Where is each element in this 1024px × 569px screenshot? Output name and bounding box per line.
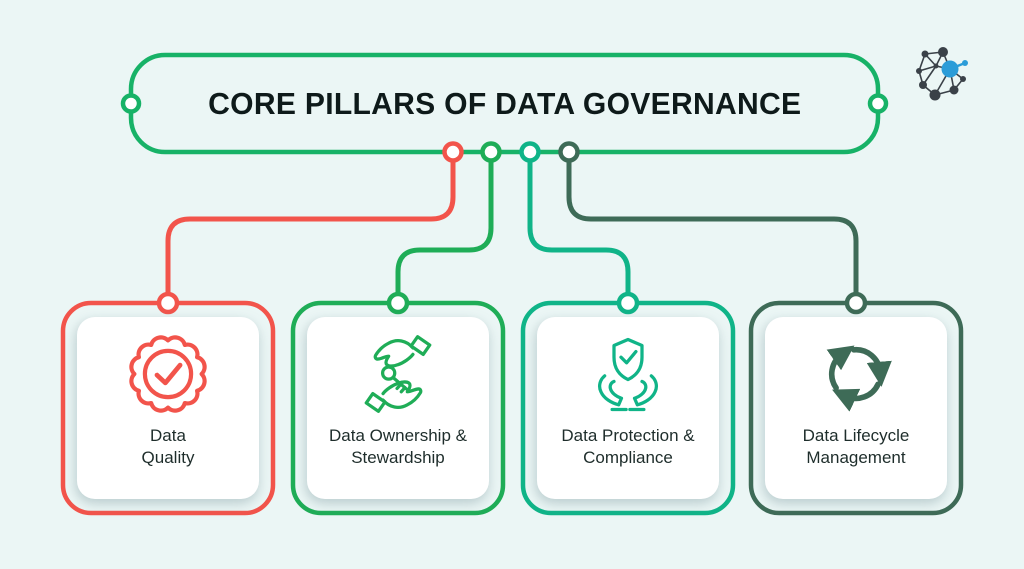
- card-data-lifecycle: Data Lifecycle Management: [765, 317, 947, 499]
- connector-data-lifecycle: [566, 149, 859, 306]
- title-banner: CORE PILLARS OF DATA GOVERNANCE: [131, 55, 878, 152]
- card-data-protection: Data Protection & Compliance: [537, 317, 719, 499]
- logo-blue-nodes: [941, 60, 968, 78]
- shield-check-hands-icon: [598, 337, 658, 412]
- connector-data-quality: [165, 149, 456, 306]
- connector-data-ownership: [395, 149, 494, 306]
- cycle-arrows-icon: [826, 345, 892, 412]
- page-title: CORE PILLARS OF DATA GOVERNANCE: [207, 85, 802, 121]
- card-data-ownership: Data Ownership & Stewardship: [307, 317, 489, 499]
- card-node-data-lifecycle: [844, 291, 868, 315]
- card-label: Data Quality: [141, 426, 195, 467]
- card-node-data-ownership: [386, 291, 410, 315]
- card-data-quality: Data Quality: [77, 317, 259, 499]
- card-label: Data Ownership & Stewardship: [329, 426, 467, 467]
- network-nodes-logo: [916, 47, 968, 101]
- card-label: Data Lifecycle Management: [802, 426, 910, 467]
- logo-dark-nodes: [916, 47, 966, 101]
- card-node-data-quality: [156, 291, 180, 315]
- card-label: Data Protection & Compliance: [561, 426, 695, 467]
- connector-data-protection: [527, 149, 631, 306]
- card-node-data-protection: [616, 291, 640, 315]
- badge-check-icon: [129, 335, 207, 413]
- hands-key-icon: [364, 335, 432, 413]
